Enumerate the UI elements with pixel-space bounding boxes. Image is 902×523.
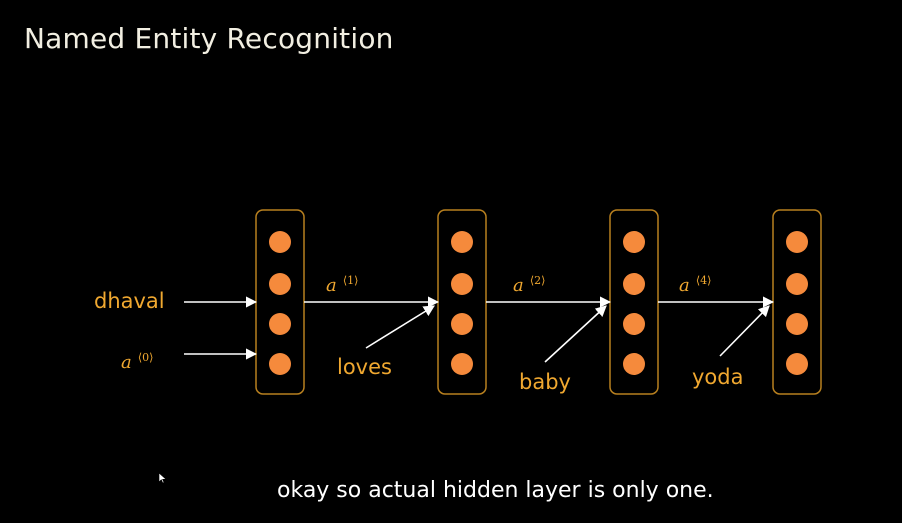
activation-a1-sup: ⟨1⟩: [343, 274, 359, 287]
activation-a0-base: a: [121, 352, 132, 373]
neuron-l1-4: [269, 353, 291, 375]
neuron-l2-1: [451, 231, 473, 253]
neuron-l3-1: [623, 231, 645, 253]
neuron-l4-3: [786, 313, 808, 335]
neuron-l2-3: [451, 313, 473, 335]
slide-title: Named Entity Recognition: [24, 22, 394, 55]
activation-a4-base: a: [679, 275, 690, 296]
word-dhaval: dhaval: [94, 289, 165, 313]
activation-a2-base: a: [513, 275, 524, 296]
activation-a1: a ⟨1⟩: [326, 274, 358, 296]
video-caption: okay so actual hidden layer is only one.: [269, 471, 722, 511]
neuron-l1-2: [269, 273, 291, 295]
neuron-l2-4: [451, 353, 473, 375]
arrow-input-loves: [365, 305, 435, 349]
mouse-pointer-icon: [159, 473, 167, 483]
word-loves: loves: [337, 355, 392, 379]
neuron-l4-1: [786, 231, 808, 253]
neuron-l3-3: [623, 313, 645, 335]
activation-a2-sup: ⟨2⟩: [530, 274, 546, 287]
activation-a1-base: a: [326, 275, 337, 296]
neuron-l3-2: [623, 273, 645, 295]
activation-a0-sup: ⟨0⟩: [138, 351, 154, 364]
word-yoda: yoda: [692, 365, 743, 389]
neuron-l4-4: [786, 353, 808, 375]
activation-a4: a ⟨4⟩: [679, 274, 711, 296]
neuron-l2-2: [451, 273, 473, 295]
neuron-l4-2: [786, 273, 808, 295]
neuron-l1-3: [269, 313, 291, 335]
arrow-input-baby: [544, 305, 607, 363]
neuron-l1-1: [269, 231, 291, 253]
neuron-l3-4: [623, 353, 645, 375]
activation-a4-sup: ⟨4⟩: [696, 274, 712, 287]
activation-a0: a ⟨0⟩: [121, 351, 153, 373]
activation-a2: a ⟨2⟩: [513, 274, 545, 296]
arrow-input-yoda: [719, 305, 770, 357]
word-baby: baby: [519, 370, 571, 394]
